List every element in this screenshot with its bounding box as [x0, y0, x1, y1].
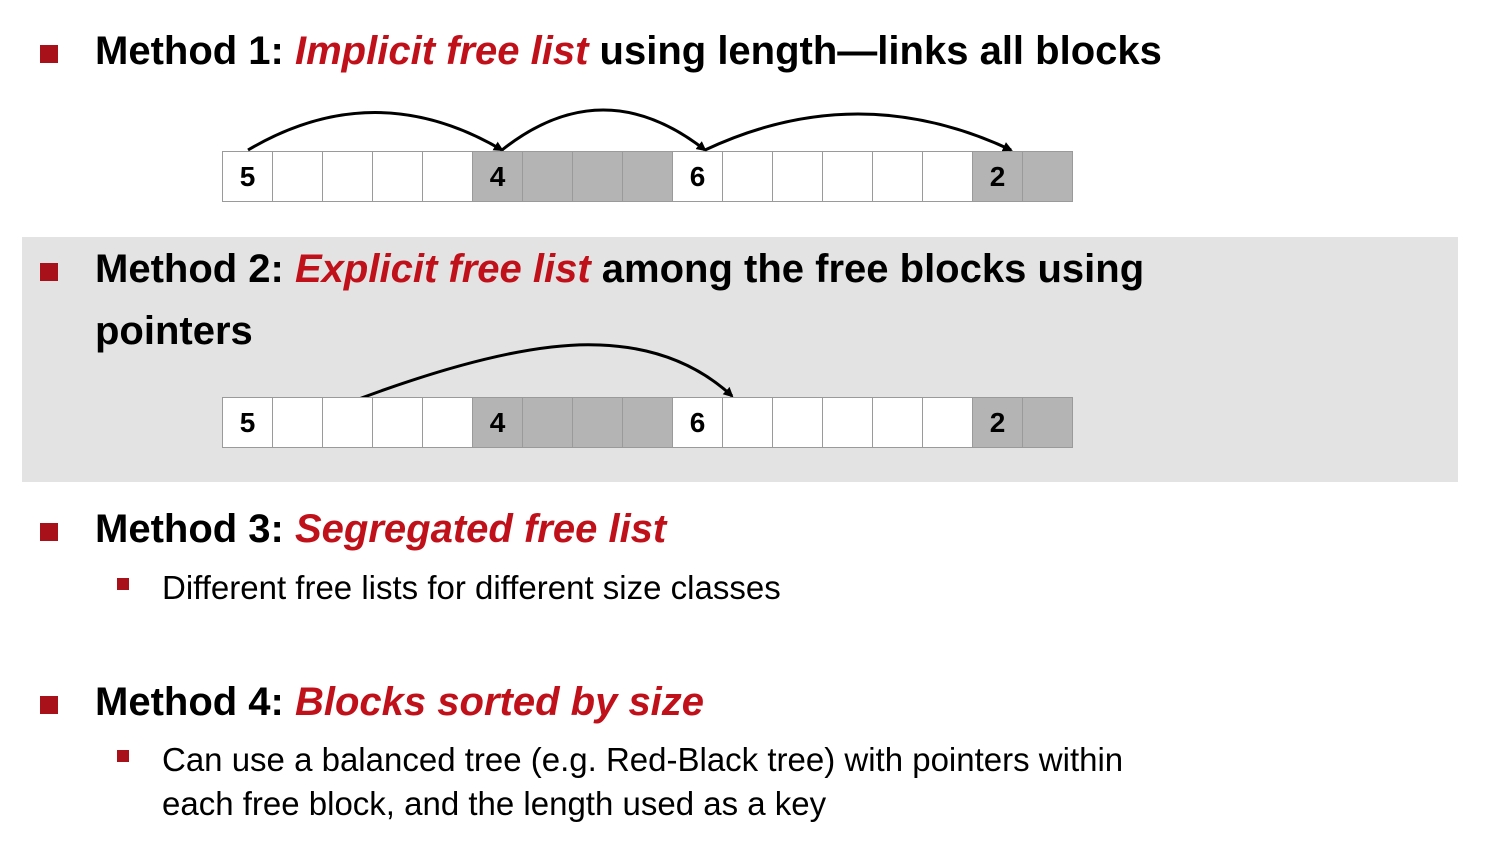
free-word: [272, 151, 323, 202]
block-header-2: 2: [972, 397, 1023, 448]
method4-subtext-line2: each free block, and the length used as …: [162, 785, 827, 822]
bullet-method3: [40, 523, 58, 541]
free-word: [922, 397, 973, 448]
block-header-2: 2: [972, 151, 1023, 202]
allocated-word: [622, 397, 673, 448]
arrow-5-to-4: [247, 111, 504, 152]
arrow-4-to-6: [501, 108, 707, 152]
free-word: [922, 151, 973, 202]
heap-blocks-explicit: 5 4 6 2: [222, 397, 1073, 448]
free-word: [372, 151, 423, 202]
block-header-6: 6: [672, 151, 723, 202]
allocated-word: [622, 151, 673, 202]
allocated-word: [1022, 151, 1073, 202]
method1-rest: using length—links all blocks: [599, 29, 1162, 73]
free-word: [872, 151, 923, 202]
bullet-method2: [40, 263, 58, 281]
free-word: [322, 151, 373, 202]
method2-heading-line2: pointers: [95, 309, 253, 353]
method1-heading: Method 1: Implicit free list using lengt…: [95, 20, 1162, 82]
allocated-word: [572, 397, 623, 448]
method4-heading: Method 4: Blocks sorted by size: [95, 671, 704, 733]
method2-rest: among the free blocks using: [601, 247, 1145, 291]
free-word: [322, 397, 373, 448]
method1-label: Method 1:: [95, 29, 284, 73]
block-header-5: 5: [222, 151, 273, 202]
bullet-method4: [40, 696, 58, 714]
free-word: [372, 397, 423, 448]
free-word: [772, 397, 823, 448]
allocated-word: [1022, 397, 1073, 448]
free-word: [722, 151, 773, 202]
allocated-word: [572, 151, 623, 202]
block-header-6: 6: [672, 397, 723, 448]
free-word: [822, 151, 873, 202]
block-header-4: 4: [472, 151, 523, 202]
free-word: [722, 397, 773, 448]
block-header-5: 5: [222, 397, 273, 448]
allocated-word: [522, 397, 573, 448]
free-word: [272, 397, 323, 448]
allocated-word: [522, 151, 573, 202]
block-header-4: 4: [472, 397, 523, 448]
method2-emphasis: Explicit free list: [295, 247, 591, 291]
method4-label: Method 4:: [95, 680, 284, 724]
method2-label: Method 2:: [95, 247, 284, 291]
method3-label: Method 3:: [95, 507, 284, 551]
method3-heading: Method 3: Segregated free list: [95, 498, 666, 560]
free-word: [872, 397, 923, 448]
method4-emphasis: Blocks sorted by size: [295, 680, 705, 724]
free-word: [422, 151, 473, 202]
method3-subtext: Different free lists for different size …: [162, 569, 781, 606]
sub-bullet-method4: [117, 750, 129, 762]
free-word: [772, 151, 823, 202]
method3-emphasis: Segregated free list: [295, 507, 667, 551]
free-word: [422, 397, 473, 448]
method4-subtext-line1: Can use a balanced tree (e.g. Red-Black …: [162, 741, 1124, 778]
method2-heading: Method 2: Explicit free list among the f…: [95, 238, 1144, 300]
arrow-6-to-2: [704, 112, 1013, 152]
method1-emphasis: Implicit free list: [295, 29, 589, 73]
bullet-method1: [40, 45, 58, 63]
sub-bullet-method3: [117, 578, 129, 590]
free-word: [822, 397, 873, 448]
heap-blocks-implicit: 5 4 6 2: [222, 151, 1073, 202]
